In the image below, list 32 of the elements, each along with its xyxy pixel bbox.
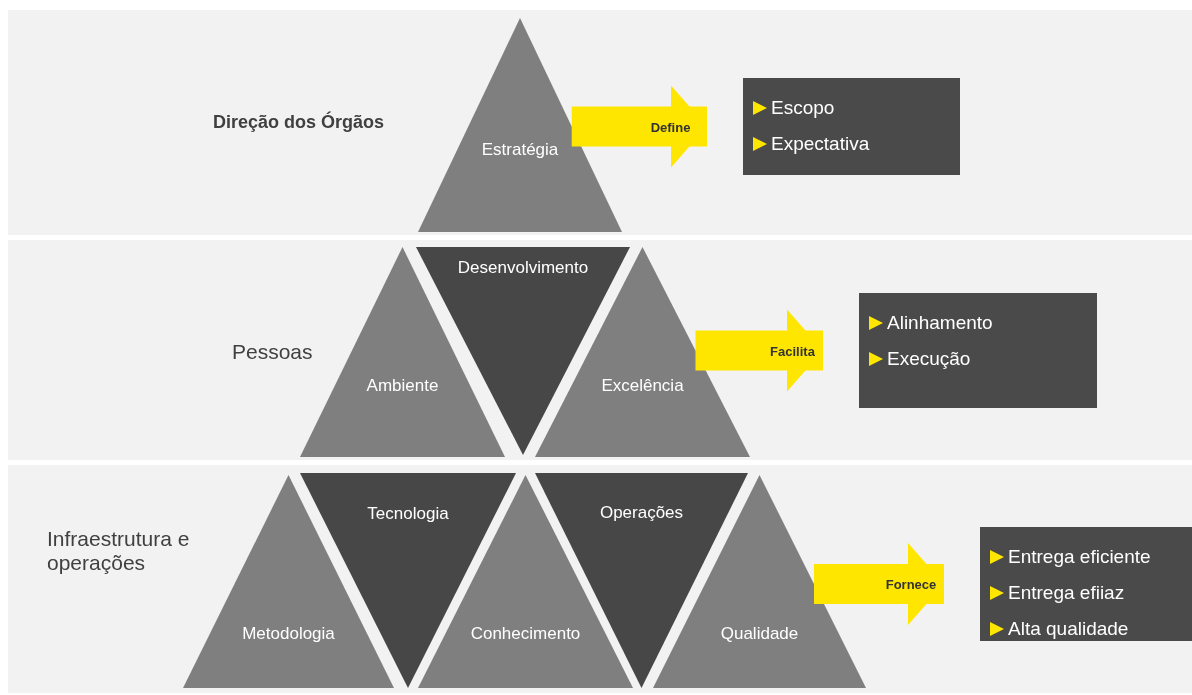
segment-label: Desenvolvimento [457, 258, 589, 278]
segment-label: Estratégia [481, 140, 559, 160]
segment-label: Metodologia [242, 624, 335, 644]
edge-label: Facilita [770, 343, 815, 358]
layer-heading: Direção dos Órgãos [213, 112, 386, 133]
block-arrow [814, 543, 944, 625]
block-arrow [695, 309, 823, 392]
segment-label: Conhecimento [470, 624, 581, 644]
bullet-text: Expectativa [771, 133, 870, 155]
block-arrow [571, 85, 707, 168]
segment-label: Ambiente [366, 376, 439, 396]
segment-label: Qualidade [720, 624, 799, 644]
layer-band [8, 10, 1192, 235]
bullet-text: Entrega eficiente [1008, 546, 1151, 568]
bullet-text: Entrega efiiaz [1008, 582, 1125, 604]
layer-band [8, 240, 1192, 460]
layer-heading: Pessoas [232, 340, 314, 364]
result-box [743, 78, 960, 175]
triangle-segment [418, 18, 622, 232]
result-box [980, 527, 1192, 641]
edge-label: Define [650, 119, 691, 134]
bullet-text: Execução [887, 348, 971, 370]
result-box [859, 293, 1097, 408]
segment-label: Tecnologia [367, 504, 449, 524]
layer-band [8, 465, 1192, 693]
layer-heading: Infraestrutura e operações [47, 527, 191, 575]
bullet-text: Escopo [771, 97, 835, 119]
segment-label: Excelência [601, 376, 684, 396]
bullet-text: Alta qualidade [1008, 618, 1129, 640]
segment-label: Operações [599, 503, 684, 523]
bullet-text: Alinhamento [887, 312, 993, 334]
edge-label: Fornece [885, 576, 937, 592]
